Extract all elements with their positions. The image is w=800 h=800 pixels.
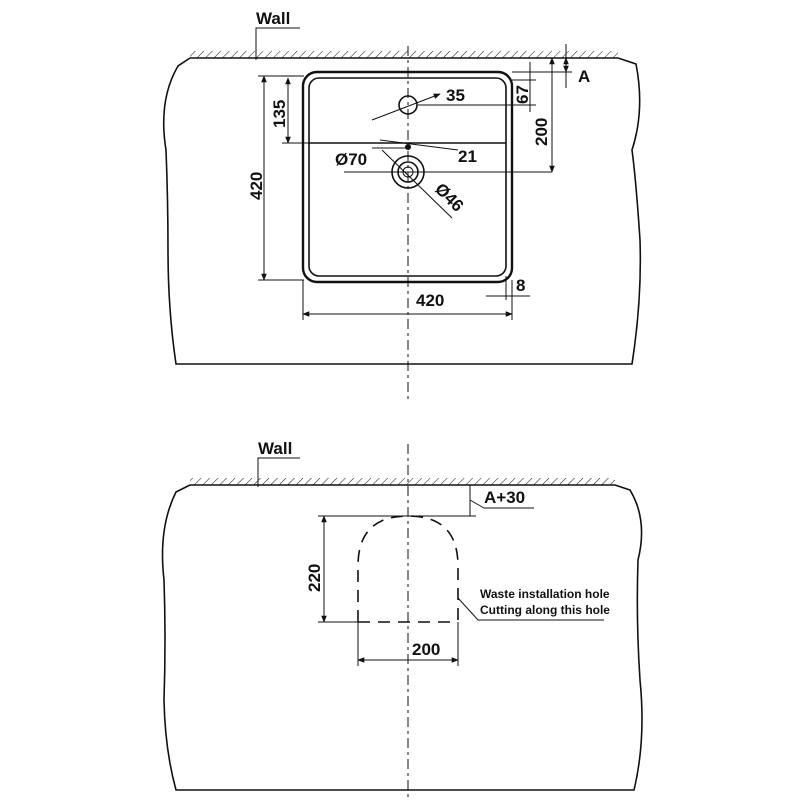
dim-35-leader [371,93,441,121]
bottom-wall-label: Wall [258,439,292,458]
dim-o70: Ø70 [335,150,367,169]
top-countertop-outline [162,57,642,365]
top-wall-leader [255,27,300,60]
dim-o46: Ø46 [431,179,467,215]
basin-inner [308,77,507,277]
dim-420-vertical: 420 [247,172,266,200]
dim-a30-leader [469,499,485,509]
note-leader [457,597,604,621]
top-wall-hatch [190,51,618,58]
bottom-wall-hatch [190,478,615,485]
dim-21-leader [379,139,459,151]
dim-21: 21 [458,147,477,166]
top-view: Wall 420 135 35 [162,9,642,402]
bottom-countertop-outline [161,484,643,791]
dim-200-top: 200 [532,118,551,146]
dim-135: 135 [270,100,289,128]
dim-o46-leader [381,149,453,219]
bottom-view: Wall A+30 220 200 Waste installation hol… [161,439,643,800]
dim-35: 35 [446,86,465,105]
dim-a30: A+30 [484,488,525,507]
dim-8: 8 [516,276,525,295]
dim-67: 67 [513,85,532,104]
note-line-1: Waste installation hole [480,587,610,601]
bottom-wall-leader [257,457,300,487]
top-wall-label: Wall [256,9,290,28]
dim-220: 220 [305,564,324,592]
note-line-2: Cutting along this hole [480,603,610,617]
dim-420-horizontal: 420 [416,291,444,310]
dim-200-bottom: 200 [412,640,440,659]
dim-a: A [578,67,590,86]
